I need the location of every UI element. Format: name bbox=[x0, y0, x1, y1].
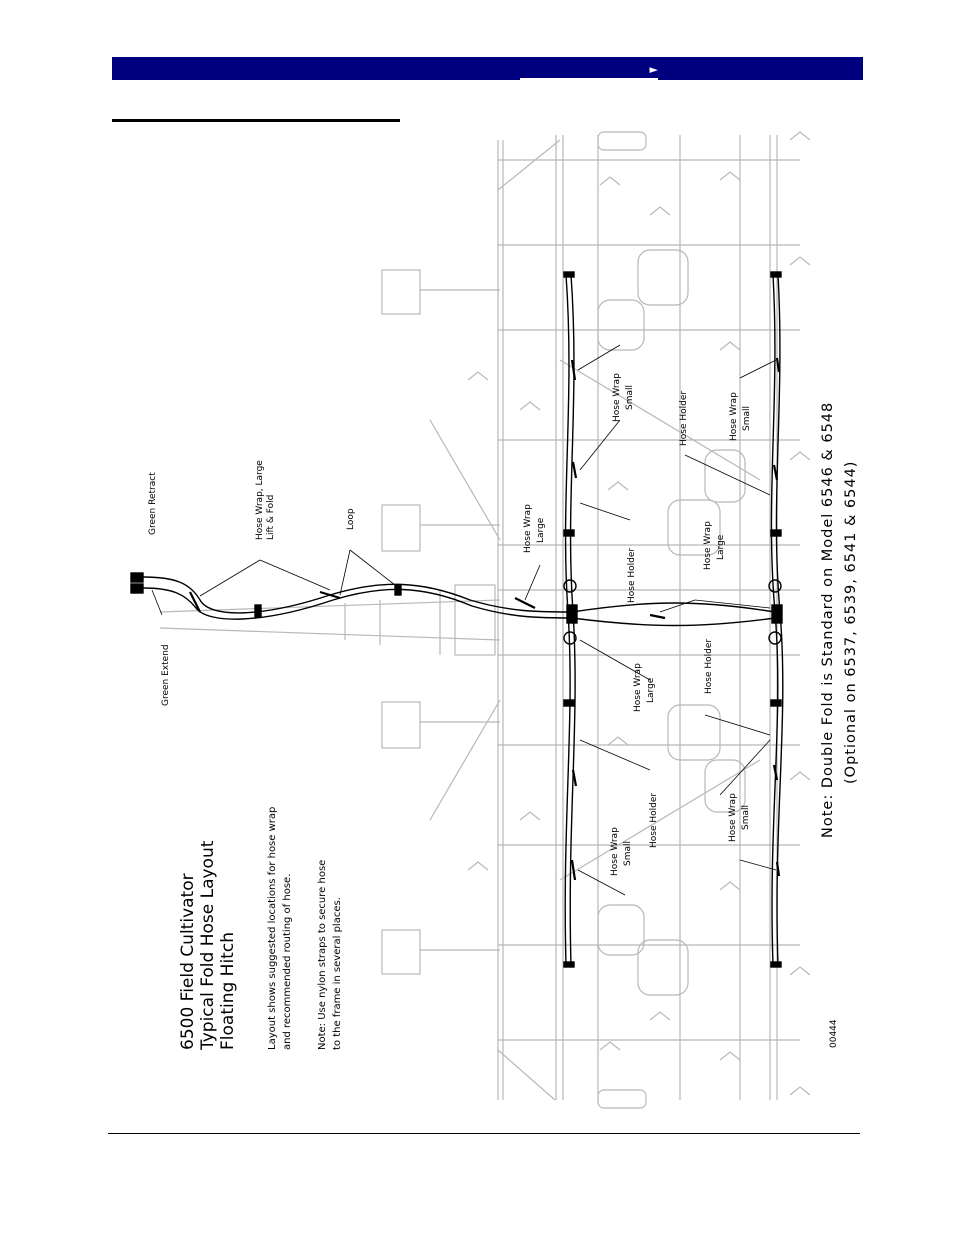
label-small-c: Small bbox=[742, 406, 752, 431]
note-line-1: Note: Use nylon straps to secure hose bbox=[317, 860, 328, 1050]
cultivator-frame bbox=[159, 131, 811, 1109]
nav-forward-link[interactable]: ► bbox=[520, 63, 658, 80]
desc-line-2: and recommended routing of hose. bbox=[282, 874, 293, 1050]
label-loop: Loop bbox=[346, 508, 356, 530]
note-line-2: to the frame in several places. bbox=[332, 897, 343, 1050]
label-hose-wrap-large-a: Hose Wrap bbox=[523, 504, 533, 553]
label-hose-wrap-large-b: Hose Wrap bbox=[633, 663, 643, 712]
label-hose-wrap-small-b: Hose Wrap bbox=[610, 827, 620, 876]
label-hose-wrap-small-d: Hose Wrap bbox=[728, 793, 738, 842]
label-hose-wrap-small-c: Hose Wrap bbox=[729, 392, 739, 441]
label-large-b: Large bbox=[646, 677, 656, 703]
label-large-c: Large bbox=[716, 534, 726, 560]
label-small-a: Small bbox=[625, 385, 635, 410]
footer-rule bbox=[108, 1133, 860, 1134]
title-line-2: Typical Fold Hose Layout bbox=[198, 840, 218, 1051]
label-hose-wrap-large-c: Hose Wrap bbox=[703, 521, 713, 570]
desc-line-1: Layout shows suggested locations for hos… bbox=[267, 807, 278, 1050]
label-hose-wrap-small-a: Hose Wrap bbox=[612, 373, 622, 422]
figure-number: 00444 bbox=[829, 1019, 839, 1048]
double-fold-note-line-2: (Optional on 6537, 6539, 6541 & 6544) bbox=[843, 461, 859, 784]
label-hose-holder-c: Hose Holder bbox=[679, 391, 689, 446]
label-hose-wrap-large-lift-1: Hose Wrap, Large bbox=[255, 460, 265, 540]
title-line-1: 6500 Field Cultivator bbox=[178, 873, 198, 1050]
label-small-d: Small bbox=[741, 805, 751, 830]
label-green-extend: Green Extend bbox=[161, 644, 171, 706]
label-green-retract: Green Retract bbox=[148, 472, 158, 535]
double-fold-note-line-1: Note: Double Fold is Standard on Model 6… bbox=[820, 402, 836, 838]
title-rule bbox=[112, 119, 400, 122]
callout-leaders bbox=[151, 344, 777, 896]
label-small-b: Small bbox=[623, 841, 633, 866]
header-bar: ► bbox=[112, 57, 863, 80]
label-hose-wrap-large-lift-2: Lift & Fold bbox=[266, 495, 276, 540]
title-line-3: Floating Hitch bbox=[218, 932, 238, 1050]
label-hose-holder-d: Hose Holder bbox=[704, 639, 714, 694]
label-hose-holder-b: Hose Holder bbox=[649, 793, 659, 848]
label-large-a: Large bbox=[536, 517, 546, 543]
label-hose-holder-a: Hose Holder bbox=[627, 548, 637, 603]
hose-routing bbox=[130, 271, 784, 968]
